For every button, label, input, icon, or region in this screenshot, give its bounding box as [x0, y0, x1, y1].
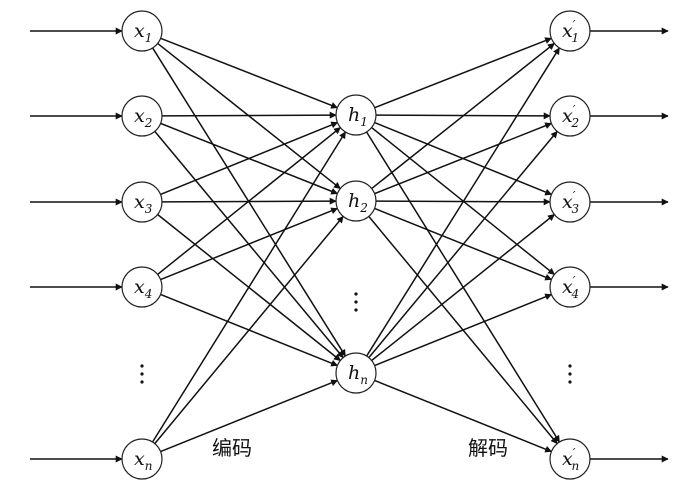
hidden-node-1: h1: [335, 94, 377, 136]
output-ellipsis: [568, 364, 572, 384]
input-node-1: x1: [121, 10, 163, 52]
output-node-3-circle: [549, 181, 591, 223]
output-node-4: x′4: [549, 266, 591, 308]
encoder-edge-1-1: [160, 37, 339, 109]
decoder-edge-2-2: [374, 122, 553, 195]
output-node-1-label: x′1: [562, 18, 579, 45]
decoder-edge-3-1: [365, 47, 561, 357]
output-node-5-label: x′n: [562, 446, 579, 473]
encoder-edge-5-2: [154, 215, 344, 445]
input-node-4-label: x4: [134, 276, 152, 301]
output-node-1: x′1: [549, 10, 591, 52]
hidden-node-3-label: hn: [348, 362, 368, 387]
hidden-node-1-circle: [335, 94, 377, 136]
output-node-2-circle: [549, 95, 591, 137]
hidden-node-3: hn: [335, 352, 377, 394]
output-node-2: x′2: [549, 95, 591, 137]
output-node-3: x′3: [549, 181, 591, 223]
input-node-2-circle: [121, 95, 163, 137]
decoder-edge-3-2: [368, 130, 558, 359]
input-ellipsis: [140, 364, 144, 384]
network-nodes: x1 x2 x3 x4 xn h1 h2 hn x′1 x′2 x′3 x′4 x′n: [121, 10, 591, 480]
input-node-5-circle: [121, 438, 163, 480]
output-node-5-circle: [549, 438, 591, 480]
input-node-2: x2: [121, 95, 163, 137]
encode-label: 编码: [212, 436, 252, 460]
encoder-edge-2-1: [161, 111, 337, 119]
input-node-4-circle: [121, 266, 163, 308]
ellipsis-markers: [140, 292, 572, 384]
encoder-edge-5-3: [160, 379, 339, 453]
encoder-edge-3-1: [160, 121, 339, 196]
hidden-ellipsis: [354, 292, 358, 312]
hidden-node-3-circle: [335, 352, 377, 394]
decoder-edge-3-5: [374, 379, 553, 453]
encoder-edge-5-1: [151, 131, 347, 443]
input-node-4: x4: [121, 266, 163, 308]
input-node-1-circle: [121, 10, 163, 52]
decode-label: 解码: [468, 436, 508, 460]
input-node-3-circle: [121, 181, 163, 223]
encoder-edge-4-1: [157, 126, 341, 276]
output-node-2-label: x′2: [562, 103, 579, 130]
input-node-1-label: x1: [134, 20, 152, 45]
hidden-node-2: h2: [335, 180, 377, 222]
decoder-edge-3-4: [374, 293, 553, 367]
output-node-3-label: x′3: [562, 189, 579, 216]
hidden-node-2-circle: [335, 180, 377, 222]
input-node-2-label: x2: [134, 105, 152, 130]
hidden-node-2-label: h2: [348, 190, 368, 215]
input-node-5-label: xn: [134, 448, 152, 473]
hidden-node-1-label: h1: [348, 104, 368, 129]
output-node-1-circle: [549, 10, 591, 52]
encoder-edge-4-2: [160, 207, 339, 281]
input-node-3-label: x3: [134, 191, 153, 216]
input-node-3: x3: [121, 181, 163, 223]
io-arrows: [30, 27, 669, 463]
decoder-edge-3-3: [371, 213, 555, 362]
input-node-5: xn: [121, 438, 163, 480]
output-node-4-label: x′4: [562, 274, 579, 301]
connection-edges: [151, 37, 561, 453]
output-node-4-circle: [549, 266, 591, 308]
decoder-edge-1-1: [374, 37, 553, 109]
output-node-5: x′n: [549, 438, 591, 480]
decoder-edge-2-1: [371, 42, 555, 190]
